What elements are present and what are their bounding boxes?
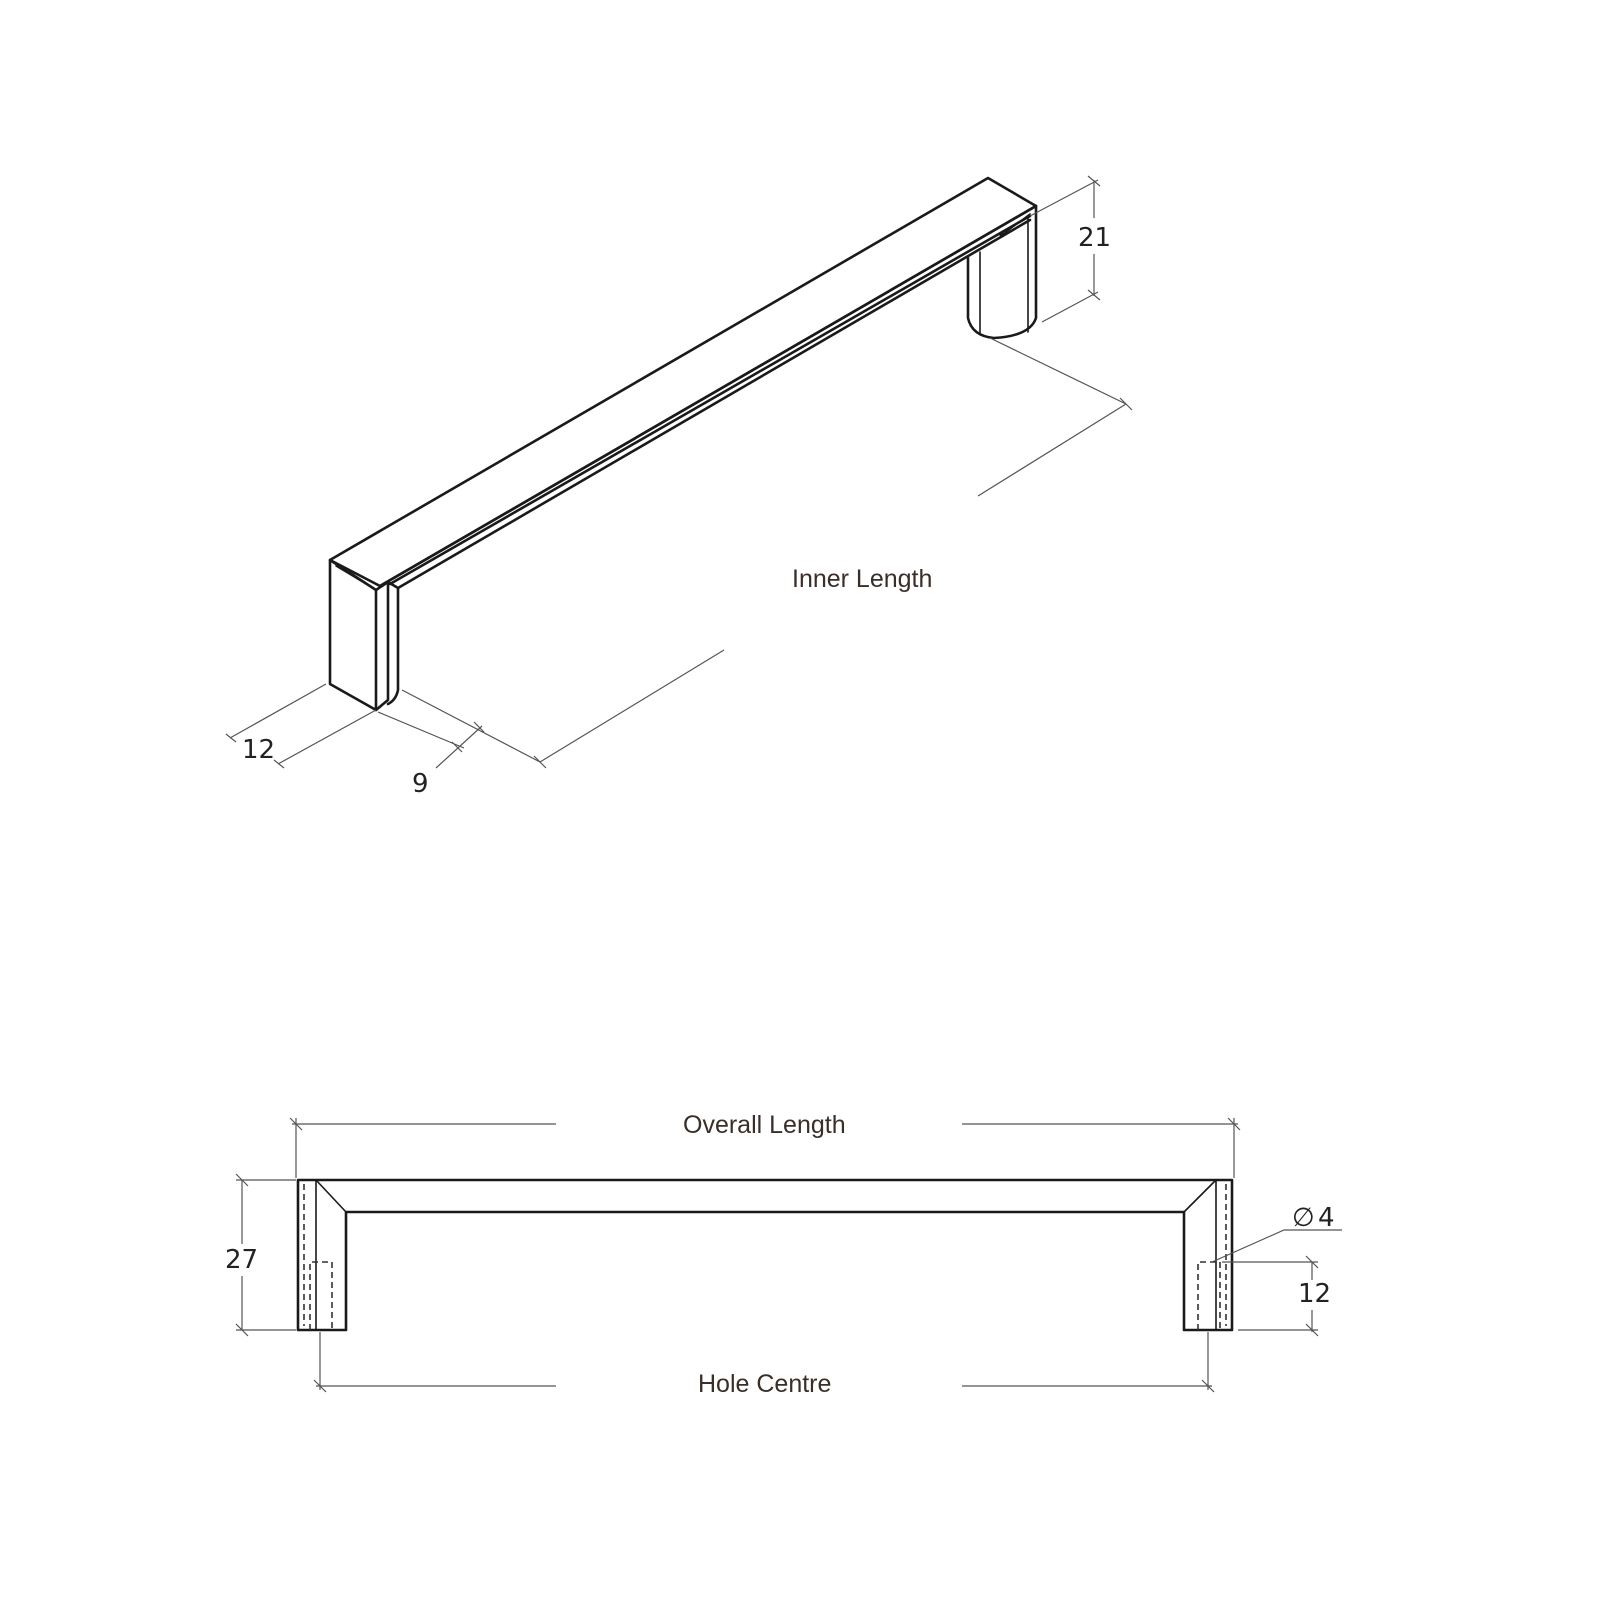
right-screw-hole bbox=[1197, 1261, 1221, 1330]
height-value: 21 bbox=[1078, 223, 1111, 253]
hole-marker-dot bbox=[999, 232, 1005, 238]
depth-dimension: 12 bbox=[225, 683, 377, 769]
front-view: Overall Length Hole Centre 27 ∅ 4 12 bbox=[225, 1111, 1342, 1398]
left-leg-side bbox=[374, 580, 400, 712]
handle-bar-front-edge bbox=[378, 204, 1038, 590]
width-value: 9 bbox=[412, 769, 429, 799]
inner-length-label: Inner Length bbox=[792, 565, 932, 593]
inner-length-dimension: Inner Length bbox=[401, 337, 1133, 769]
hole-diameter-value: 4 bbox=[1318, 1203, 1335, 1233]
overall-length-label: Overall Length bbox=[683, 1111, 846, 1139]
depth-value: 12 bbox=[242, 735, 275, 765]
right-leg-side-lines bbox=[979, 215, 1029, 335]
hole-depth-value: 12 bbox=[1298, 1279, 1331, 1309]
left-leg-outline bbox=[328, 558, 378, 712]
left-screw-hole bbox=[309, 1261, 333, 1330]
total-height-value: 27 bbox=[225, 1245, 258, 1275]
hole-centre-dimension: Hole Centre bbox=[313, 1332, 1215, 1398]
hole-diameter-callout: ∅ 4 bbox=[1211, 1203, 1342, 1263]
height-dimension: 21 bbox=[1029, 175, 1111, 323]
handle-front-outline bbox=[296, 1178, 1234, 1332]
overall-length-dimension: Overall Length bbox=[289, 1111, 1241, 1178]
right-leg-outline bbox=[966, 204, 1038, 340]
handle-bar-top-face bbox=[328, 176, 1038, 588]
hole-depth-dimension: 12 bbox=[1222, 1255, 1331, 1337]
diameter-symbol: ∅ bbox=[1292, 1203, 1315, 1233]
left-chamfer bbox=[315, 1179, 347, 1331]
total-height-dimension: 27 bbox=[225, 1173, 296, 1337]
right-leg-hole-leader bbox=[1001, 213, 1031, 236]
isometric-view: 21 Inner Length 12 9 bbox=[225, 175, 1133, 799]
width-dimension: 9 bbox=[377, 711, 485, 799]
hole-centre-label: Hole Centre bbox=[698, 1370, 831, 1398]
right-chamfer bbox=[1183, 1179, 1217, 1331]
